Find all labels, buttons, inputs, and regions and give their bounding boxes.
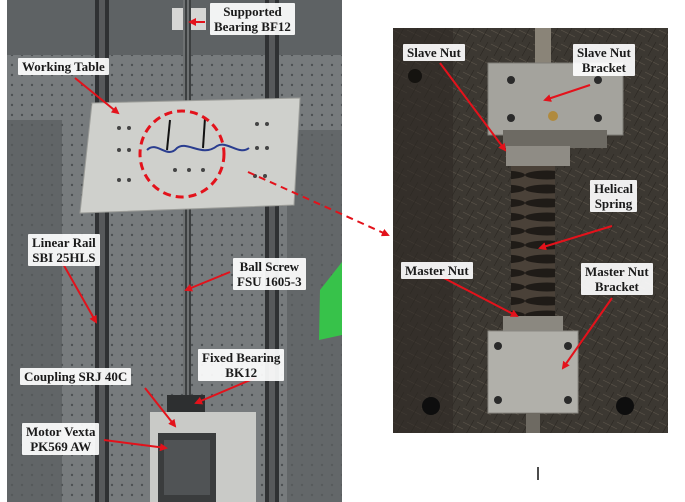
green-device [319,262,342,340]
machine-overview-drawing [7,0,342,502]
label-linear-rail: Linear Rail SBI 25HLS [28,234,100,266]
callout-dashed-arrow [247,171,390,237]
arrow-linear-rail [61,261,97,324]
arrow-ball-screw [184,271,231,292]
arrow-coupling [144,387,177,428]
arrow-motor [103,439,168,452]
label-master-nut-bracket: Master Nut Bracket [581,263,653,295]
nut-assembly-drawing [393,28,668,433]
label-coupling: Coupling SRJ 40C [20,368,132,385]
label-slave-nut-bracket: Slave Nut Bracket [573,44,635,76]
label-motor: Motor Vexta PK569 AW [22,423,100,455]
label-supported-bearing: Supported Bearing BF12 [210,3,295,35]
arrow-master-nut [439,275,519,317]
slave-nut-part [506,146,570,166]
arrow-slave-nut-bracket [543,84,591,102]
ball-screw [183,0,191,420]
arrow-helical-spring [538,225,613,251]
arrow-working-table [74,77,120,115]
master-nut-bracket-part [487,330,579,414]
arrow-slave-nut [439,62,507,152]
machine-overview-photo [7,0,342,502]
arrow-master-nut-bracket [561,297,613,370]
label-fixed-bearing: Fixed Bearing BK12 [198,349,285,381]
highlight-circle [138,109,226,199]
arrow-fixed-bearing [194,377,256,405]
label-slave-nut: Slave Nut [403,44,465,61]
label-working-table: Working Table [18,58,109,75]
nut-assembly-photo [393,28,668,433]
label-ball-screw: Ball Screw FSU 1605-3 [233,258,306,290]
working-table [79,97,301,214]
label-master-nut: Master Nut [401,262,473,279]
label-helical-spring: Helical Spring [590,180,637,212]
helical-spring-part [511,166,555,316]
